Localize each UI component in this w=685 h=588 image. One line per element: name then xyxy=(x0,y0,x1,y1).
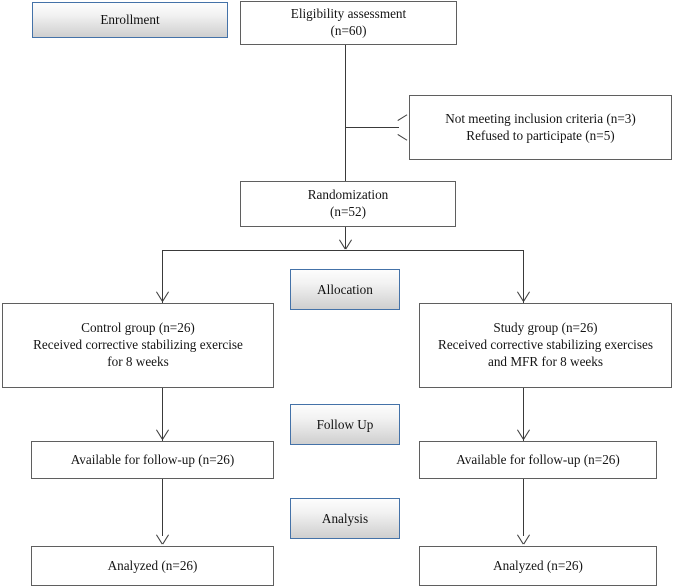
node-randomization: Randomization (n=52) xyxy=(240,181,456,227)
node-excluded-line-2: Refused to participate (n=5) xyxy=(466,127,615,143)
node-control-analyzed-line-1: Analyzed (n=26) xyxy=(107,557,198,573)
node-study-analyzed: Analyzed (n=26) xyxy=(419,546,657,586)
connector-control-to-followup xyxy=(162,388,163,441)
node-control-analyzed: Analyzed (n=26) xyxy=(31,546,274,586)
node-randomization-line-1: Randomization xyxy=(307,187,389,203)
connector-allocation-bus xyxy=(162,250,524,251)
stage-label-enrollment-text: Enrollment xyxy=(100,12,160,27)
connector-study-to-followup-arrowhead xyxy=(517,430,530,440)
node-eligibility-assessment: Eligibility assessment (n=60) xyxy=(240,1,457,45)
stage-label-follow-up: Follow Up xyxy=(290,404,400,445)
node-control-followup: Available for follow-up (n=26) xyxy=(31,441,274,479)
connector-study-to-analyzed xyxy=(523,479,524,536)
connector-randomization-arrowhead xyxy=(339,240,352,250)
connector-study-to-followup xyxy=(523,388,524,441)
connector-study-branch xyxy=(523,250,524,303)
node-study-group-line-1: Study group (n=26) xyxy=(493,320,598,336)
node-control-group: Control group (n=26) Received corrective… xyxy=(2,303,274,388)
node-control-group-line-1: Control group (n=26) xyxy=(81,320,195,336)
node-control-followup-line-1: Available for follow-up (n=26) xyxy=(70,451,235,467)
connector-eligibility-trunk xyxy=(345,45,346,181)
node-study-group: Study group (n=26) Received corrective s… xyxy=(419,303,672,388)
node-eligibility-line-1: Eligibility assessment xyxy=(290,6,407,22)
node-study-followup-line-1: Available for follow-up (n=26) xyxy=(456,451,620,467)
connector-control-to-analyzed-arrowhead xyxy=(156,535,169,545)
connector-study-branch-arrowhead xyxy=(517,292,530,302)
connector-excluded-arrowhead xyxy=(398,121,408,134)
stage-label-follow-up-text: Follow Up xyxy=(316,416,374,432)
node-study-group-line-2: Received corrective stabilizing exercise… xyxy=(438,337,653,353)
node-excluded-line-1: Not meeting inclusion criteria (n=3) xyxy=(445,110,636,126)
node-eligibility-line-2: (n=60) xyxy=(330,23,367,38)
node-study-analyzed-line-1: Analyzed (n=26) xyxy=(493,557,583,573)
node-randomization-line-2: (n=52) xyxy=(329,204,366,219)
connector-control-branch-arrowhead xyxy=(156,292,169,302)
connector-study-to-analyzed-arrowhead xyxy=(517,535,530,545)
connector-control-to-followup-arrowhead xyxy=(156,430,169,440)
stage-label-analysis-text: Analysis xyxy=(321,510,369,526)
node-control-group-line-2: Received corrective stabilizing exercise xyxy=(33,337,243,353)
connector-randomization-stem xyxy=(345,227,346,249)
connector-control-to-analyzed xyxy=(162,479,163,536)
stage-label-enrollment: Enrollment xyxy=(32,2,228,38)
node-control-group-line-3: for 8 weeks xyxy=(107,353,169,369)
node-study-group-line-3: and MFR for 8 weeks xyxy=(487,353,603,369)
stage-label-allocation: Allocation xyxy=(290,269,400,310)
stage-label-analysis: Analysis xyxy=(290,498,400,539)
connector-excluded-horizontal xyxy=(345,127,399,128)
connector-control-branch xyxy=(162,250,163,303)
node-excluded: Not meeting inclusion criteria (n=3) Ref… xyxy=(409,95,672,160)
node-study-followup: Available for follow-up (n=26) xyxy=(419,441,657,479)
stage-label-allocation-text: Allocation xyxy=(317,281,373,297)
